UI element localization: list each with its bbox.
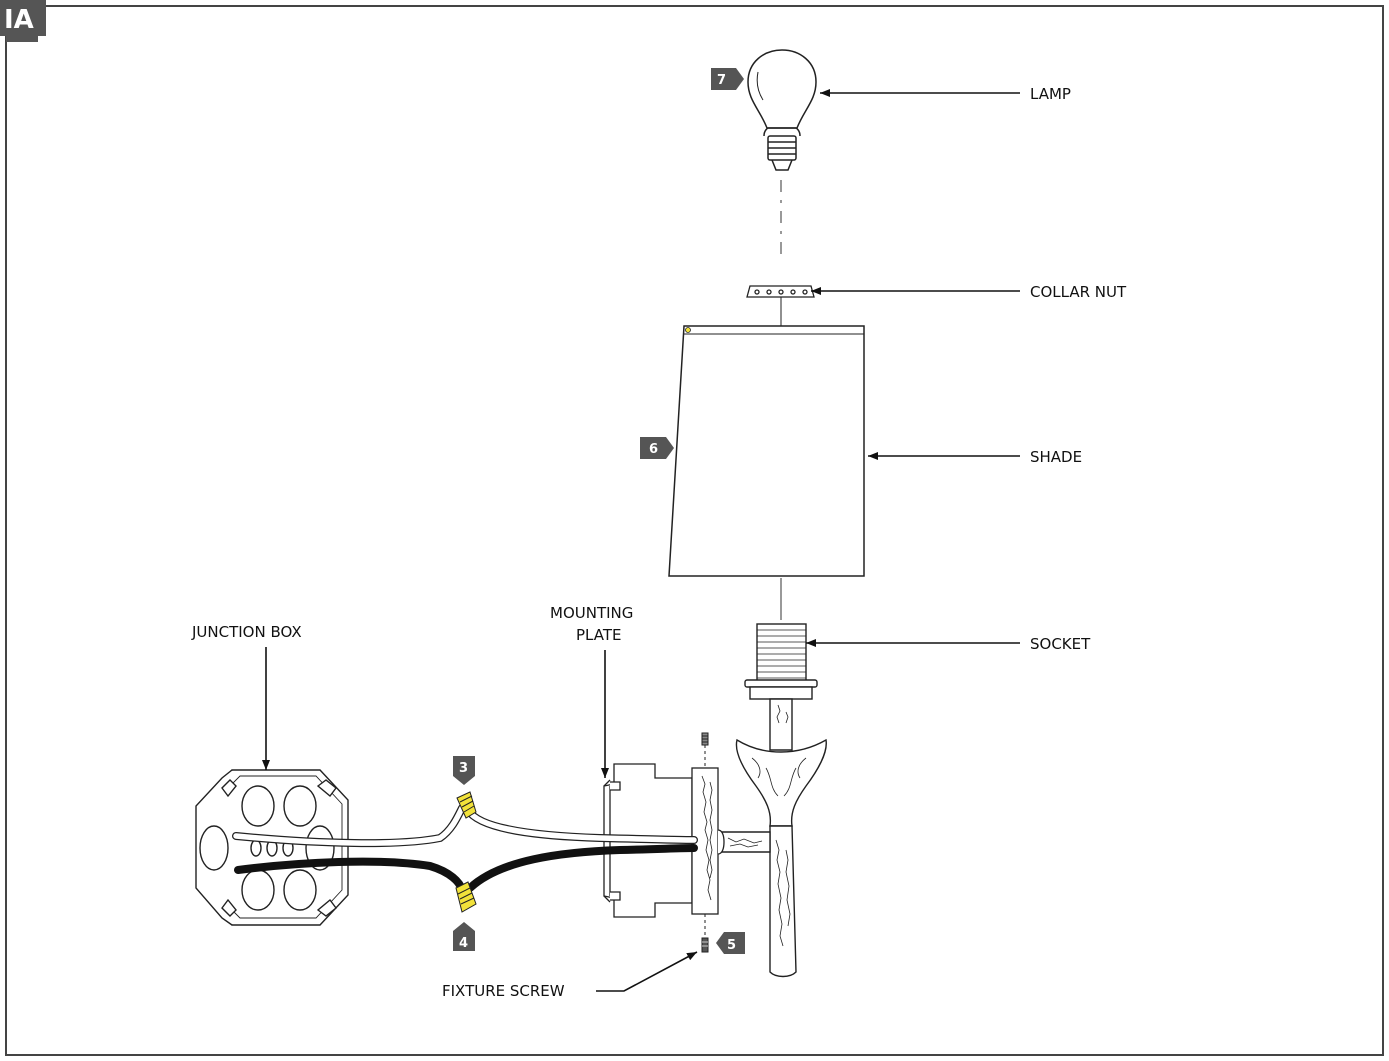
mounting-plate-label-line1: MOUNTING xyxy=(550,604,633,622)
socket xyxy=(744,623,818,700)
lamp-bulb xyxy=(747,49,817,171)
figure-label: IA xyxy=(4,5,34,35)
figure-frame xyxy=(5,5,1384,1056)
wire-nut-top xyxy=(456,791,477,819)
collar-nut xyxy=(746,285,815,326)
svg-text:6: 6 xyxy=(649,442,658,457)
svg-text:7: 7 xyxy=(717,73,726,88)
svg-text:3: 3 xyxy=(459,761,468,776)
black-wires xyxy=(234,844,698,894)
junction-box-label: JUNCTION BOX xyxy=(191,623,302,641)
step-6-badge: 6 xyxy=(640,437,674,459)
fixture-screw-label: FIXTURE SCREW xyxy=(442,982,565,1000)
mounting-plate-label-line2: PLATE xyxy=(576,626,621,644)
fixture-screw-leader xyxy=(596,951,698,992)
wire-nut-bottom xyxy=(455,881,477,913)
step-5-badge: 5 xyxy=(716,932,745,954)
fixture-arm xyxy=(714,698,827,978)
svg-text:5: 5 xyxy=(727,938,736,953)
step-3-badge: 3 xyxy=(453,756,475,785)
step-4-badge: 4 xyxy=(453,922,475,951)
figure-label-tab: IA xyxy=(0,0,46,42)
fixture-screw xyxy=(701,914,709,953)
socket-label: SOCKET xyxy=(1030,635,1091,653)
shade xyxy=(668,325,865,577)
collar-nut-label: COLLAR NUT xyxy=(1030,283,1127,301)
white-wires xyxy=(232,804,698,848)
shade-label: SHADE xyxy=(1030,448,1082,466)
junction-box xyxy=(195,769,349,926)
step-7-badge: 7 xyxy=(711,68,744,90)
top-screw xyxy=(701,732,709,768)
svg-text:4: 4 xyxy=(459,936,468,951)
lamp-label: LAMP xyxy=(1030,85,1071,103)
shade-clip xyxy=(685,327,691,333)
